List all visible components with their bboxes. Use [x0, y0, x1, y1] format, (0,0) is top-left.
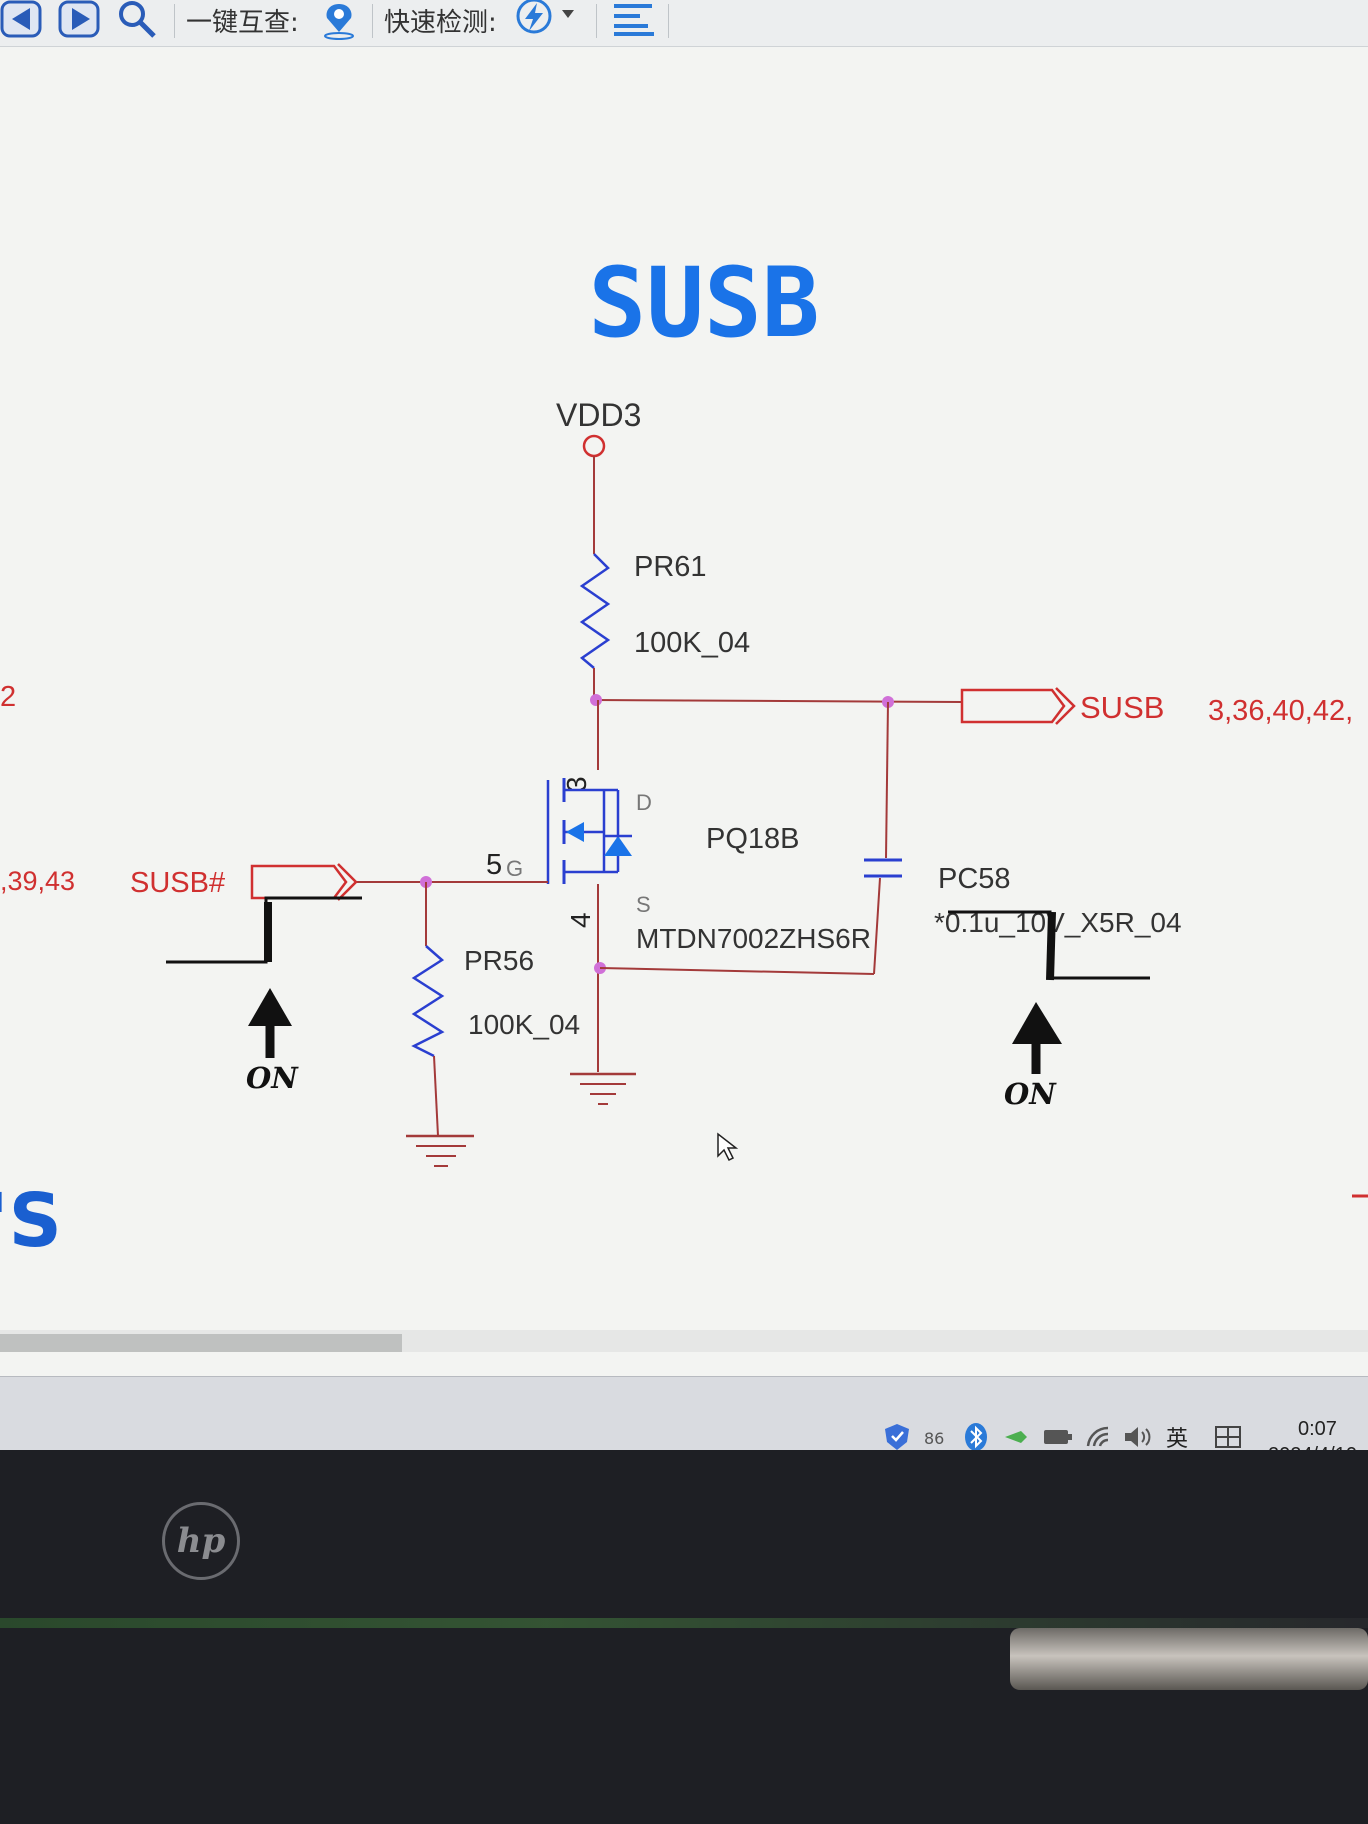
wire	[433, 1055, 439, 1137]
wire	[873, 877, 881, 975]
tray-security-icon[interactable]	[880, 1420, 914, 1454]
toolbar-separator	[174, 4, 175, 38]
taskbar-time[interactable]: 0:07	[1298, 1418, 1337, 1440]
arrow-left-icon	[0, 0, 42, 38]
annotation-on-right: ON	[1004, 1077, 1057, 1111]
nav-back-button[interactable]	[0, 0, 44, 40]
bluetooth-icon[interactable]	[960, 1420, 992, 1454]
pr56-ref: PR56	[464, 945, 534, 976]
chevron-down-icon	[562, 10, 574, 18]
pin-gate-num: 5	[486, 849, 502, 881]
pc58-ref: PC58	[938, 863, 1011, 895]
wire	[885, 701, 889, 859]
input-net-pages: ,39,43	[0, 866, 75, 896]
taskbar	[0, 1376, 1368, 1451]
resistor-pr56	[411, 945, 445, 1058]
volume-icon[interactable]	[1120, 1420, 1154, 1454]
power-rail-symbol	[582, 434, 606, 458]
pin-gate-label: G	[506, 856, 523, 881]
wire	[593, 699, 963, 703]
ground-symbol	[406, 1134, 474, 1167]
location-pin-icon	[324, 4, 354, 40]
one-click-check-button[interactable]	[318, 0, 360, 40]
wire	[599, 967, 875, 975]
laptop-hinge	[1010, 1628, 1368, 1690]
toolbar-separator	[668, 4, 669, 38]
arrow-up-icon	[248, 988, 292, 1026]
ime-mode-icon[interactable]	[1210, 1420, 1246, 1454]
partial-section-title: 'S	[0, 1178, 62, 1264]
pr56-value: 100K_04	[468, 1009, 580, 1040]
power-rail-label: VDD3	[556, 397, 641, 433]
schematic-canvas: SUSB VDD3 PR61 100K_04 SUSB 3,36,40,42, …	[0, 247, 1368, 1264]
arrow-up-icon	[1012, 1002, 1062, 1044]
schematic-title: SUSB	[588, 247, 819, 359]
menu-button[interactable]	[612, 0, 656, 40]
laptop-deck-edge	[0, 1618, 1368, 1628]
mouse-cursor-icon	[717, 1132, 739, 1162]
pin-source-num: 4	[565, 912, 596, 928]
pin-drain-num: 3	[561, 776, 592, 792]
output-net-label: SUSB	[1080, 690, 1164, 725]
screen: 一键互查: 快速检测: SUSB VDD3 PR61 100K_04	[0, 0, 1368, 1380]
search-icon	[119, 1, 156, 38]
ground-symbol	[570, 1072, 636, 1105]
mosfet-ref: PQ18B	[706, 823, 800, 855]
svg-text:86: 86	[924, 1429, 944, 1448]
battery-icon[interactable]	[1040, 1420, 1076, 1454]
quick-detect-label: 快速检测:	[384, 7, 497, 38]
annotation-edge-stroke	[1046, 911, 1056, 981]
pin-drain-label: D	[636, 790, 652, 815]
tray-app-icon[interactable]: 86	[918, 1420, 950, 1454]
pin-source-label: S	[636, 892, 651, 917]
arrow-right-icon	[58, 0, 100, 38]
junction-dot	[590, 694, 602, 706]
pr61-ref: PR61	[634, 551, 707, 583]
output-port-susb	[960, 688, 1066, 724]
ime-language-label: 英	[1165, 1427, 1188, 1452]
list-icon	[614, 4, 654, 36]
hp-logo: hp	[162, 1502, 240, 1580]
left-edge-fragment: 2	[0, 681, 16, 713]
gpu-tray-icon[interactable]	[1000, 1420, 1032, 1454]
scrollbar-thumb[interactable]	[0, 1334, 402, 1352]
wifi-icon[interactable]	[1082, 1420, 1116, 1454]
output-net-pages: 3,36,40,42,	[1208, 695, 1353, 727]
nav-forward-button[interactable]	[58, 0, 102, 40]
ime-language-indicator[interactable]: 英	[1160, 1420, 1194, 1454]
one-click-check-label: 一键互查:	[186, 7, 299, 38]
annotation-on-left: ON	[246, 1061, 299, 1095]
toolbar: 一键互查: 快速检测:	[0, 0, 1368, 47]
toolbar-separator	[596, 4, 597, 38]
output-port-chevron	[1055, 687, 1076, 725]
toolbar-separator	[372, 4, 373, 38]
lightning-icon	[516, 0, 574, 34]
mosfet-pq18b	[546, 778, 632, 884]
input-port-susb-n	[250, 864, 348, 900]
input-port-chevron	[337, 863, 358, 901]
pr61-value: 100K_04	[634, 627, 750, 659]
quick-detect-button[interactable]	[512, 0, 582, 40]
mosfet-part-number: MTDN7002ZHS6R	[636, 923, 871, 954]
resistor-pr61	[579, 553, 611, 669]
input-net-label: SUSB#	[130, 867, 225, 899]
search-button[interactable]	[114, 0, 160, 40]
